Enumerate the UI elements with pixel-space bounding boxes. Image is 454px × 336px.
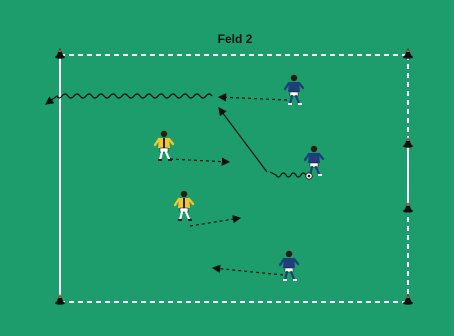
field-title: Feld 2 — [218, 32, 253, 46]
dribble-wavy-line — [45, 93, 213, 105]
soccer-ball-icon — [305, 172, 313, 180]
run-arrows — [45, 93, 307, 276]
run-arrow-dashed — [217, 93, 288, 102]
run-arrow-dashed — [169, 157, 231, 166]
run-arrow-dashed — [189, 214, 242, 227]
dribble-wavy-line — [269, 171, 307, 178]
pass-arrow-solid — [218, 107, 268, 173]
field-boundary — [59, 54, 409, 303]
